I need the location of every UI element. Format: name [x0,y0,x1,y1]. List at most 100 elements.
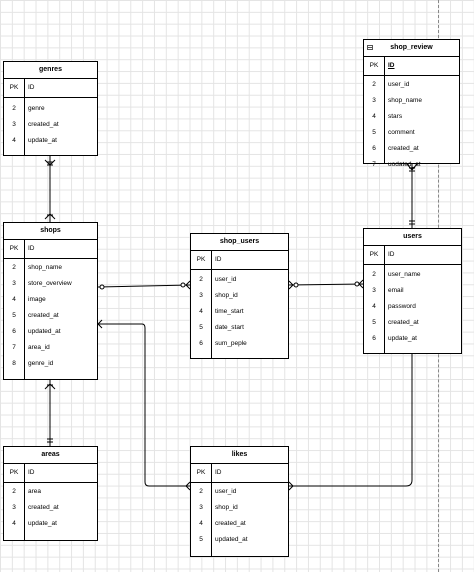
field-row: 5 created_at [364,315,461,331]
field-key: 4 [12,137,16,144]
pk-label: PK [369,62,379,69]
column-divider [24,463,25,540]
field-name: update_at [28,520,57,527]
pk-field: ID [388,251,395,258]
menu-icon[interactable] [367,45,373,50]
field-name: created_at [388,145,419,152]
field-key: 3 [12,504,16,511]
field-row: 5 created_at [4,308,97,324]
pk-field: ID [388,62,395,69]
entity-title-text: shop_review [390,44,433,51]
column-divider [384,245,385,353]
pk-row: PK ID [364,246,461,265]
field-name: user_id [215,276,237,283]
entity-title: genres [4,62,97,79]
field-key: 5 [199,536,203,543]
field-key: 8 [12,360,16,367]
field-row: 4 update_at [4,516,97,532]
pk-field: ID [215,469,222,476]
field-key: 4 [199,308,203,315]
field-key: 6 [372,145,376,152]
pk-row: PK ID [4,79,97,98]
field-name: email [388,287,404,294]
field-name: created_at [28,312,59,319]
relation-shops-likes [98,323,190,487]
entity-title: users [364,229,461,246]
pk-row: PK ID [364,57,459,76]
field-name: area [28,488,42,495]
field-key: 7 [12,344,16,351]
pk-label: PK [9,245,19,252]
pk-row: PK ID [4,464,97,483]
field-name: updated_at [28,328,61,335]
field-key: 3 [12,280,16,287]
field-name: update_at [388,335,417,342]
field-key: 5 [12,312,16,319]
field-name: store_overview [28,280,72,287]
pk-label: PK [9,469,19,476]
field-row: 6 updated_at [4,324,97,340]
field-key: 3 [199,292,203,299]
field-key: 4 [12,520,16,527]
field-name: created_at [28,121,59,128]
pk-label: PK [9,84,19,91]
field-row: 2 user_id [364,77,459,93]
relation-shopusers-users [288,283,364,286]
field-row: 3 email [364,283,461,299]
entity-title: shop_review [364,40,459,57]
pk-field: ID [28,469,35,476]
field-row: 6 created_at [364,141,459,157]
field-name: genre [28,105,45,112]
field-name: stars [388,113,403,120]
pk-label: PK [196,256,206,263]
field-name: user_id [388,81,410,88]
pk-row: PK ID [4,240,97,259]
field-name: genre_id [28,360,54,367]
pk-row: PK ID [191,251,288,270]
field-key: 2 [199,488,203,495]
field-key: 2 [199,276,203,283]
pk-field: ID [215,256,222,263]
field-name: shop_id [215,292,238,299]
field-key: 5 [372,319,376,326]
relation-shops-shopusers [97,284,191,288]
field-key: 3 [372,287,376,294]
field-name: created_at [215,520,246,527]
field-key: 2 [372,81,376,88]
field-key: 6 [12,328,16,335]
field-name: date_start [215,324,244,331]
field-name: created_at [388,319,419,326]
pk-field: ID [28,245,35,252]
field-key: 5 [199,324,203,331]
field-name: created_at [28,504,59,511]
field-name: update_at [28,137,57,144]
field-row: 5 date_start [191,320,288,336]
relation-users-likes [289,354,413,487]
field-key: 4 [12,296,16,303]
field-name: shop_name [28,264,62,271]
field-row: 2 user_id [191,272,288,288]
field-name: password [388,303,416,310]
entity-title: likes [191,447,288,464]
